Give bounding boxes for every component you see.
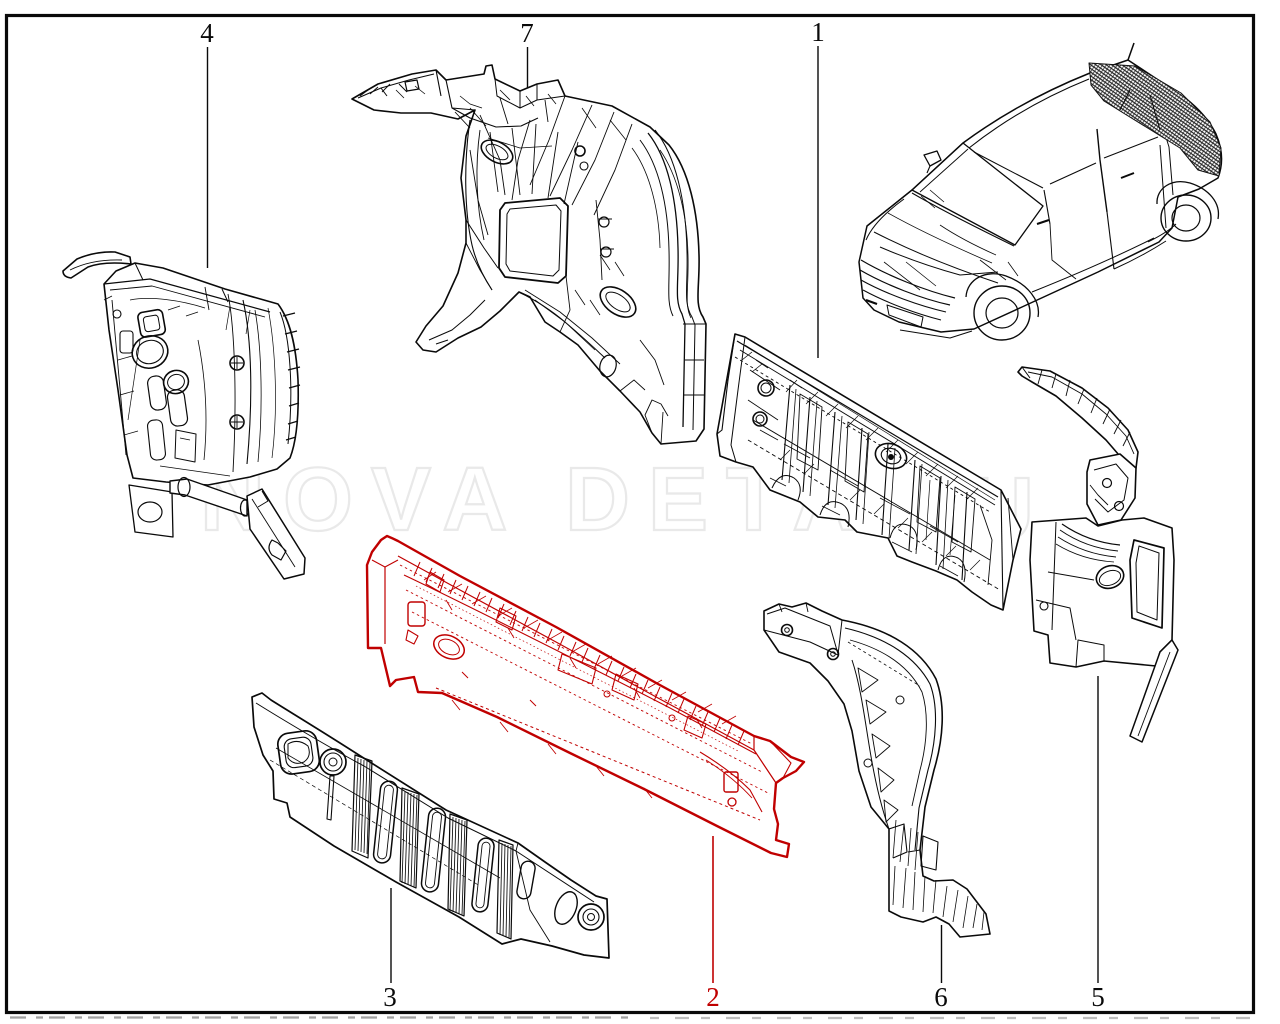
svg-text:7: 7 [520,18,534,48]
svg-text:2: 2 [706,982,720,1012]
svg-text:6: 6 [934,982,948,1012]
svg-text:5: 5 [1091,982,1105,1012]
svg-text:1: 1 [811,17,825,47]
svg-text:4: 4 [200,18,214,48]
svg-text:3: 3 [383,982,397,1012]
